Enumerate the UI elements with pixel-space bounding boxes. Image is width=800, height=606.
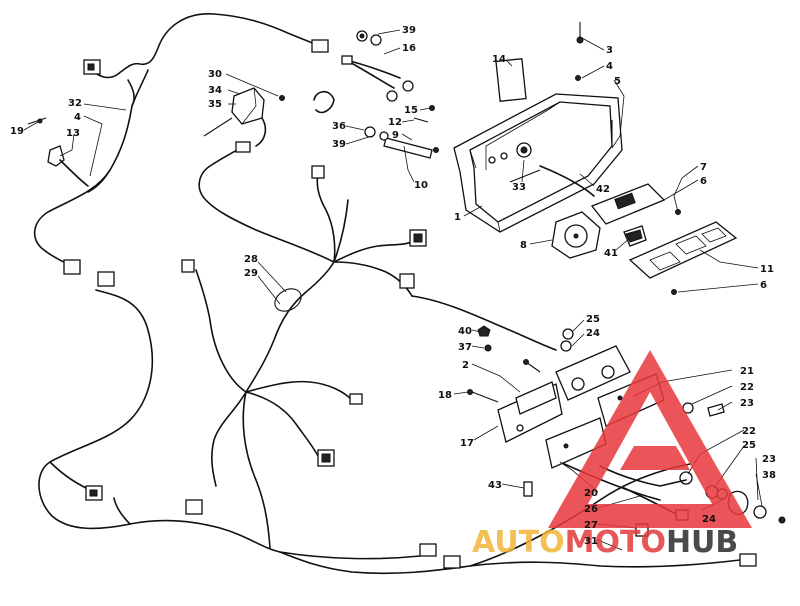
callout-27: 27: [584, 520, 598, 531]
callout-36: 36: [332, 121, 346, 132]
callout-38: 38: [762, 470, 776, 481]
callout-3: 3: [606, 45, 613, 56]
callout-12: 12: [388, 117, 402, 128]
callout-25-lower: 25: [742, 440, 756, 451]
connector-center-left: [181, 259, 195, 273]
connector-center-right: [349, 393, 363, 405]
watermark-auto: AUTO: [472, 525, 565, 560]
callout-26: 26: [584, 504, 598, 515]
callout-7: 7: [700, 162, 707, 173]
automotohub-watermark: AUTOMOTOHUB: [472, 350, 752, 560]
callout-numbers: 39 16 3 4 5 14 30 34 35 32 4 13 19 12 15…: [10, 25, 776, 547]
connector-top-right: [311, 39, 329, 53]
gauge-8-41: [551, 211, 647, 259]
callout-31: 31: [584, 536, 598, 547]
callout-18: 18: [438, 390, 452, 401]
callout-14: 14: [492, 54, 506, 65]
callout-leaders: [23, 29, 763, 551]
callout-35: 35: [208, 99, 222, 110]
connector-bottom-2: [443, 555, 461, 569]
callout-5: 5: [614, 76, 621, 87]
callout-1: 1: [454, 212, 461, 223]
connector-upper-left: [235, 141, 251, 153]
retaining-ring-36: [313, 90, 335, 114]
callout-32: 32: [68, 98, 82, 109]
callout-39-lower: 39: [332, 139, 346, 150]
callout-22: 22: [740, 382, 754, 393]
callout-42: 42: [596, 184, 610, 195]
callout-43: 43: [488, 480, 502, 491]
callout-24: 24: [586, 328, 600, 339]
watermark-triangle-logo: [548, 350, 752, 528]
callout-6: 6: [700, 176, 707, 187]
instrument-console-1: [453, 22, 623, 233]
callout-4: 4: [606, 61, 613, 72]
lens-11: [628, 221, 738, 295]
watermark-hub: HUB: [666, 525, 738, 560]
callout-41: 41: [604, 248, 618, 259]
fuse-holder-assembly: [203, 87, 285, 147]
switch-19-13: [27, 117, 89, 187]
callout-30: 30: [208, 69, 222, 80]
connector-lower-mid: [185, 499, 203, 515]
callout-15: 15: [404, 105, 418, 116]
callout-17: 17: [460, 438, 474, 449]
connector-bottom: [419, 543, 437, 557]
callout-4-left: 4: [74, 112, 81, 123]
callout-22-lower: 22: [742, 426, 756, 437]
callout-2: 2: [462, 360, 469, 371]
callout-11: 11: [760, 264, 774, 275]
watermark-text: AUTOMOTOHUB: [472, 525, 738, 560]
connector-left-mid: [63, 259, 81, 275]
grommet-16-39: [341, 30, 414, 102]
callout-33: 33: [512, 182, 526, 193]
callout-20: 20: [584, 488, 598, 499]
bezel-7-6: [590, 183, 681, 225]
connector-right-mid: [399, 273, 415, 289]
connector-left-mid-2: [97, 271, 115, 287]
callout-16: 16: [402, 43, 416, 54]
callout-34: 34: [208, 85, 222, 96]
callout-21: 21: [740, 366, 754, 377]
callout-10: 10: [414, 180, 428, 191]
callout-39: 39: [402, 25, 416, 36]
switch-9-10: [364, 105, 439, 159]
callout-19: 19: [10, 126, 24, 137]
main-wiring-harness: [33, 13, 741, 575]
callout-24-lower: 24: [702, 514, 716, 525]
harness-connectors: [63, 39, 757, 569]
watermark-moto: MOTO: [565, 525, 666, 560]
decal-14: [495, 58, 527, 102]
callout-37: 37: [458, 342, 472, 353]
callout-25: 25: [586, 314, 600, 325]
callout-8: 8: [520, 240, 527, 251]
connector-upper: [311, 165, 325, 179]
callout-23: 23: [740, 398, 754, 409]
callout-28: 28: [244, 254, 258, 265]
callout-6-lower: 6: [760, 280, 767, 291]
callout-9: 9: [392, 130, 399, 141]
connector-bottom-right: [739, 553, 757, 567]
callout-23-lower: 23: [762, 454, 776, 465]
callout-29: 29: [244, 268, 258, 279]
callout-40: 40: [458, 326, 472, 337]
callout-13: 13: [66, 128, 80, 139]
